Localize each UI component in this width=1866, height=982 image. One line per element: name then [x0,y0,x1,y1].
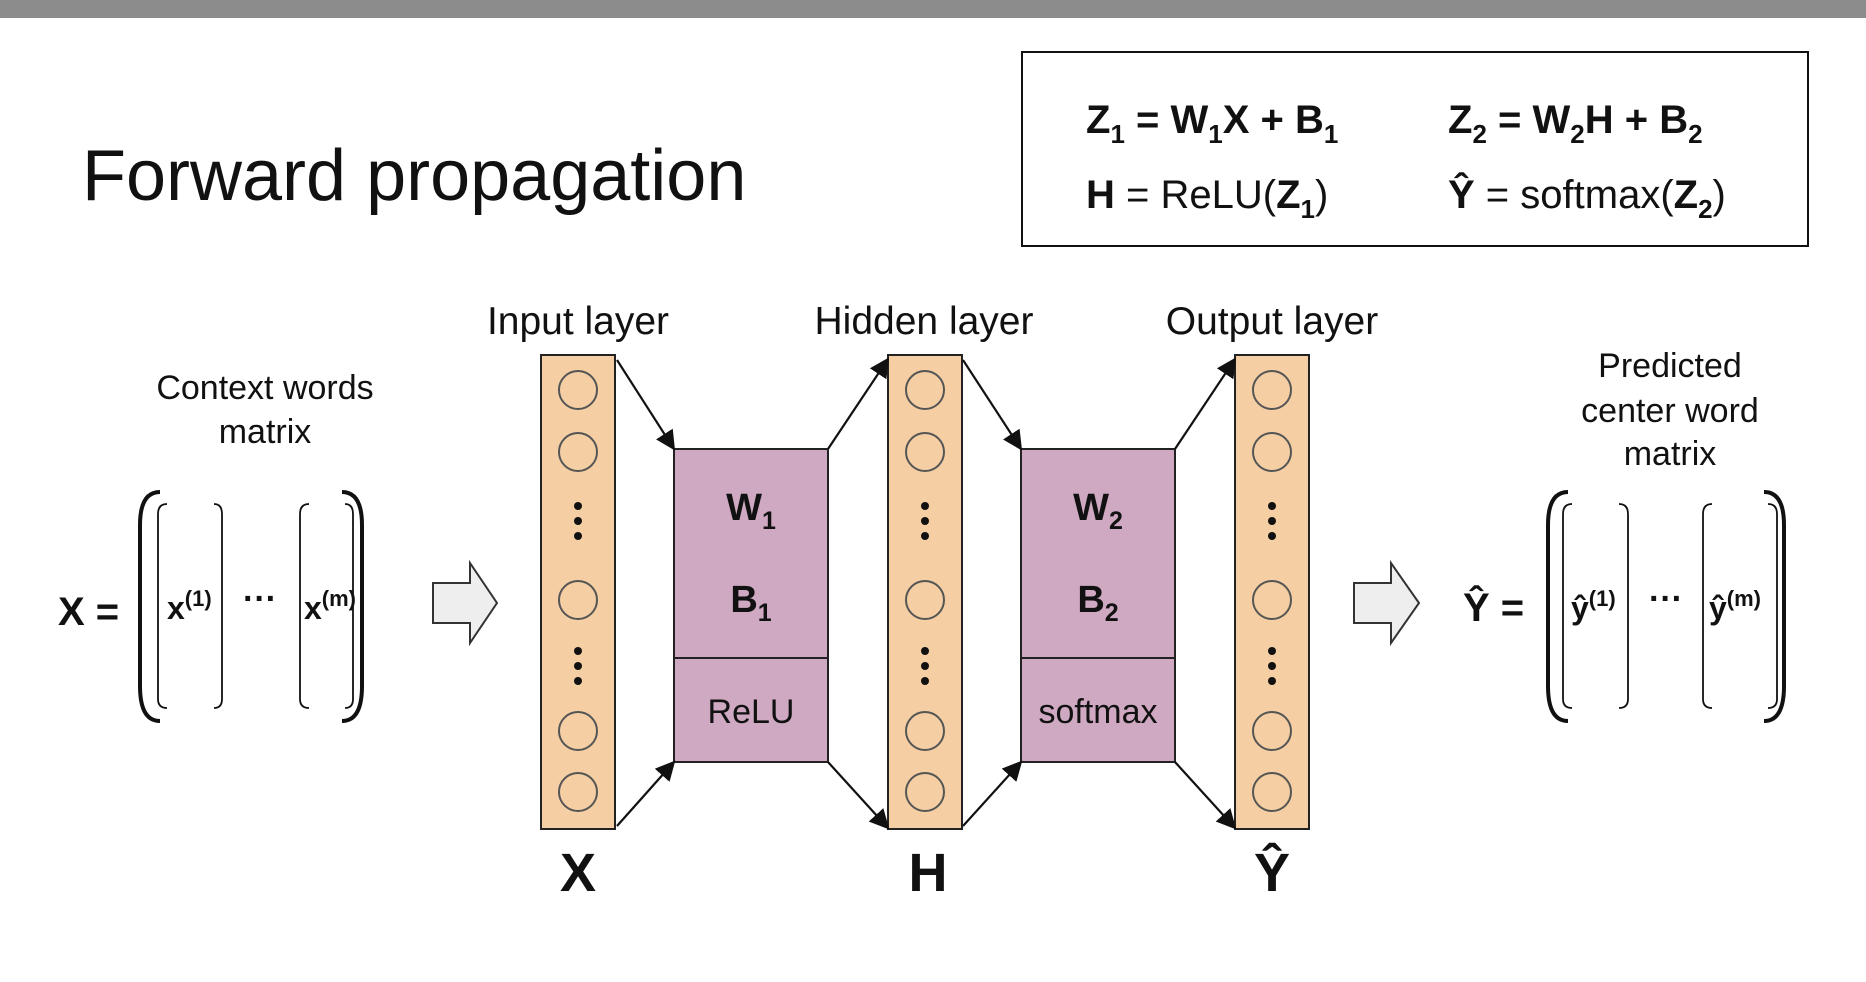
input-layer-vertical-ellipsis-dot [574,662,582,670]
arrow-input-to-block1-bottom [616,760,676,827]
predicted-col1-right [1618,503,1629,709]
output-layer-vertical-ellipsis-dot [1268,677,1276,685]
equations-box [1021,51,1809,247]
hidden-layer-node [905,580,945,620]
arrow-block2-to-output-top [1174,357,1237,450]
input-layer-vertical-ellipsis-dot [574,502,582,510]
input-layer-vertical-ellipsis-dot [574,647,582,655]
hidden-layer-label: Hidden layer [815,300,1034,343]
predicted-col-last: ŷ(m) [1709,586,1761,626]
context-col-first: x(1) [167,586,212,626]
hidden-layer-node [905,711,945,751]
context-colm-right [344,503,354,709]
predicted-ellipsis: ··· [1649,580,1683,618]
input-layer [540,354,616,830]
context-matrix-lhs: X = [58,590,119,634]
predicted-matrix-label-line3: matrix [1624,435,1717,473]
output-layer-vertical-ellipsis-dot [1268,502,1276,510]
output-layer-column [1234,354,1310,830]
weights-block-1 [673,448,829,659]
arrow-hidden-to-block2-bottom [962,760,1023,827]
input-layer-vertical-ellipsis-dot [574,532,582,540]
hidden-layer-vertical-ellipsis-dot [921,677,929,685]
hidden-layer-vertical-ellipsis-dot [921,517,929,525]
output-layer-label: Output layer [1166,300,1378,343]
predicted-colm-left [1702,503,1713,709]
predicted-matrix-label-line1: Predicted [1598,347,1742,385]
input-layer-node [558,711,598,751]
predicted-matrix-right-bracket [1763,490,1786,723]
context-col-last: x(m) [304,586,356,626]
hidden-layer-node [905,772,945,812]
predicted-colm-right [1767,503,1778,709]
predicted-col1-left [1562,503,1573,709]
input-layer-vertical-ellipsis-dot [574,677,582,685]
bias-b1: B1 [730,579,771,627]
hidden-layer-node [905,432,945,472]
hidden-layer-vertical-ellipsis-dot [921,647,929,655]
context-col1-left [157,503,168,709]
predicted-col-first: ŷ(1) [1571,586,1616,626]
softmax-label: softmax [1038,693,1157,731]
hidden-layer [887,354,963,830]
input-layer-node [558,370,598,410]
output-layer-node [1252,432,1292,472]
arrow-block2-to-output-bottom [1174,761,1237,830]
block-arrow-left [432,559,499,647]
input-layer-node [558,580,598,620]
hidden-layer-vertical-ellipsis-dot [921,662,929,670]
block-arrow-right [1353,559,1421,647]
equation-z1: Z1 = W1X + B1 [1086,98,1338,149]
output-layer-node [1252,772,1292,812]
context-ellipsis: ··· [243,580,277,618]
predicted-matrix-label-line2: center word [1581,392,1759,430]
equation-yhat: Ŷ = softmax(Z2) [1448,171,1726,224]
context-matrix-label-line2: matrix [219,413,312,451]
input-layer-column [540,354,616,830]
output-layer-vertical-ellipsis-dot [1268,532,1276,540]
arrow-block1-to-hidden-top [827,357,890,450]
arrow-block1-to-hidden-bottom [827,761,890,830]
arrow-hidden-to-block2-top [962,359,1023,451]
context-matrix-left-bracket [138,490,161,723]
input-layer-node [558,772,598,812]
context-col1-right [213,503,223,709]
weight-w2: W2 [1073,487,1123,535]
output-layer-node [1252,370,1292,410]
input-var-label: X [560,843,596,903]
input-layer-vertical-ellipsis-dot [574,517,582,525]
weight-w1: W1 [726,487,776,535]
output-layer-node [1252,580,1292,620]
predicted-matrix-left-bracket [1546,490,1569,723]
output-layer [1234,354,1310,830]
hidden-var-label: H [909,843,948,903]
output-layer-vertical-ellipsis-dot [1268,517,1276,525]
output-var-label: Ŷ [1254,842,1290,903]
hidden-layer-vertical-ellipsis-dot [921,502,929,510]
hidden-layer-vertical-ellipsis-dot [921,532,929,540]
bias-b2: B2 [1077,579,1118,627]
equation-z2: Z2 = W2H + B2 [1448,98,1703,149]
predicted-matrix-lhs: Ŷ = [1463,584,1524,630]
output-layer-node [1252,711,1292,751]
equation-h: H = ReLU(Z1) [1086,173,1328,224]
context-colm-left [299,503,310,709]
context-matrix-label-line1: Context words [156,369,373,407]
context-matrix-right-bracket [341,490,364,723]
input-layer-label: Input layer [487,300,669,343]
top-bar [0,0,1866,18]
page-title: Forward propagation [82,136,746,216]
weights-block-2 [1020,448,1176,659]
activation-block-1 [673,657,829,763]
hidden-layer-node [905,370,945,410]
input-layer-node [558,432,598,472]
activation-block-2 [1020,657,1176,763]
output-layer-vertical-ellipsis-dot [1268,647,1276,655]
arrow-input-to-block1-top [616,359,676,451]
relu-label: ReLU [708,693,795,731]
output-layer-vertical-ellipsis-dot [1268,662,1276,670]
hidden-layer-column [887,354,963,830]
